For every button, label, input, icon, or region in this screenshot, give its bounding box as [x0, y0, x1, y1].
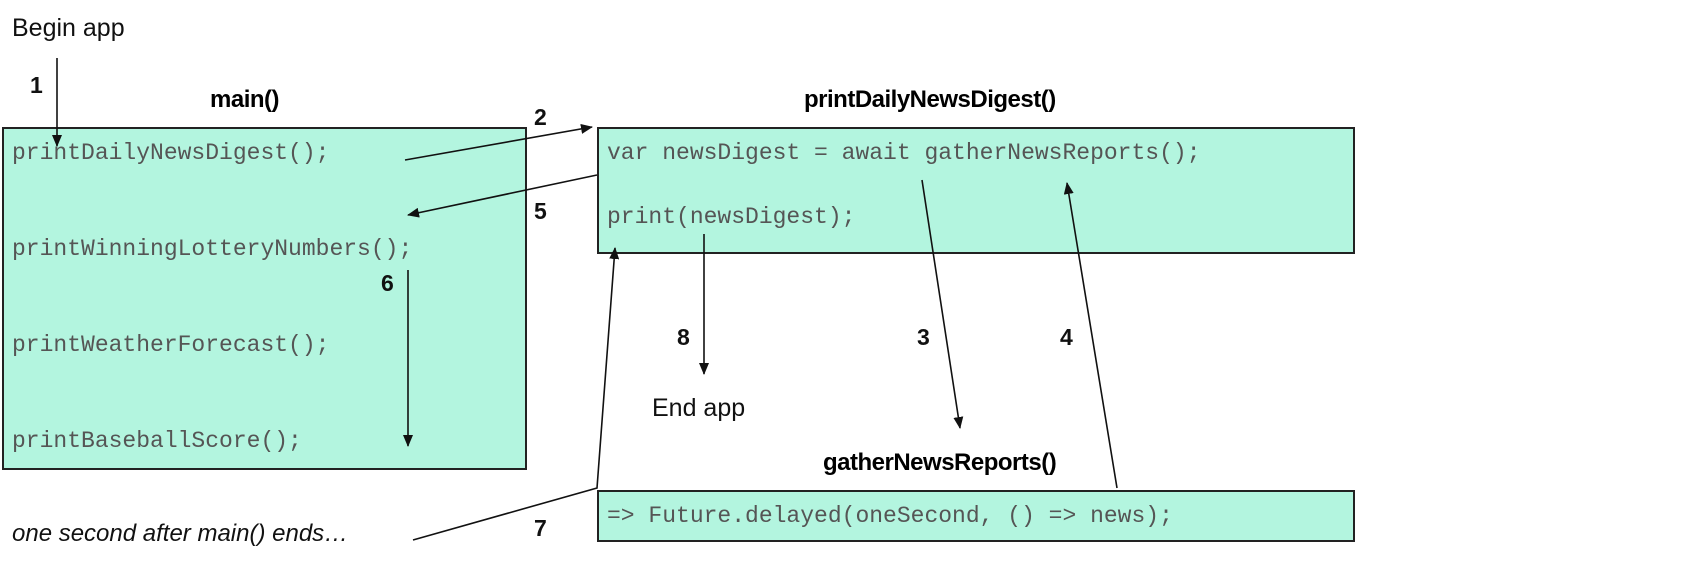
begin-app-label: Begin app — [12, 14, 125, 42]
step-number-3: 3 — [917, 324, 930, 350]
print-daily-news-digest-box — [597, 127, 1355, 254]
gather-news-reports-box — [597, 490, 1355, 542]
gather-news-reports-title: gatherNewsReports() — [823, 449, 1057, 476]
code-line-main-4: printBaseballScore(); — [12, 428, 302, 454]
step-number-2: 2 — [534, 104, 547, 130]
arrow-step-2 — [404, 123, 593, 161]
code-line-main-2: printWinningLotteryNumbers(); — [12, 236, 413, 262]
arrow-step-7 — [412, 247, 620, 541]
step-number-4: 4 — [1060, 324, 1073, 350]
step-number-8: 8 — [677, 324, 690, 350]
step-number-6: 6 — [381, 270, 394, 296]
arrow-step-4 — [1063, 182, 1118, 489]
arrow-step-5 — [407, 174, 598, 218]
main-function-box — [2, 127, 527, 470]
code-line-main-1: printDailyNewsDigest(); — [12, 140, 330, 166]
main-function-title: main() — [210, 86, 280, 113]
arrow-step-3 — [921, 179, 964, 429]
delay-note-label: one second after main() ends… — [12, 520, 349, 547]
step-number-1: 1 — [30, 72, 43, 98]
code-line-gather-1: => Future.delayed(oneSecond, () => news)… — [607, 503, 1173, 529]
code-line-digest-1: var newsDigest = await gatherNewsReports… — [607, 140, 1201, 166]
code-line-main-3: printWeatherForecast(); — [12, 332, 330, 358]
step-number-7: 7 — [534, 515, 547, 541]
end-app-label: End app — [652, 394, 746, 422]
code-line-digest-2: print(newsDigest); — [607, 204, 856, 230]
print-daily-news-digest-title: printDailyNewsDigest() — [804, 86, 1056, 113]
step-number-5: 5 — [534, 198, 547, 224]
